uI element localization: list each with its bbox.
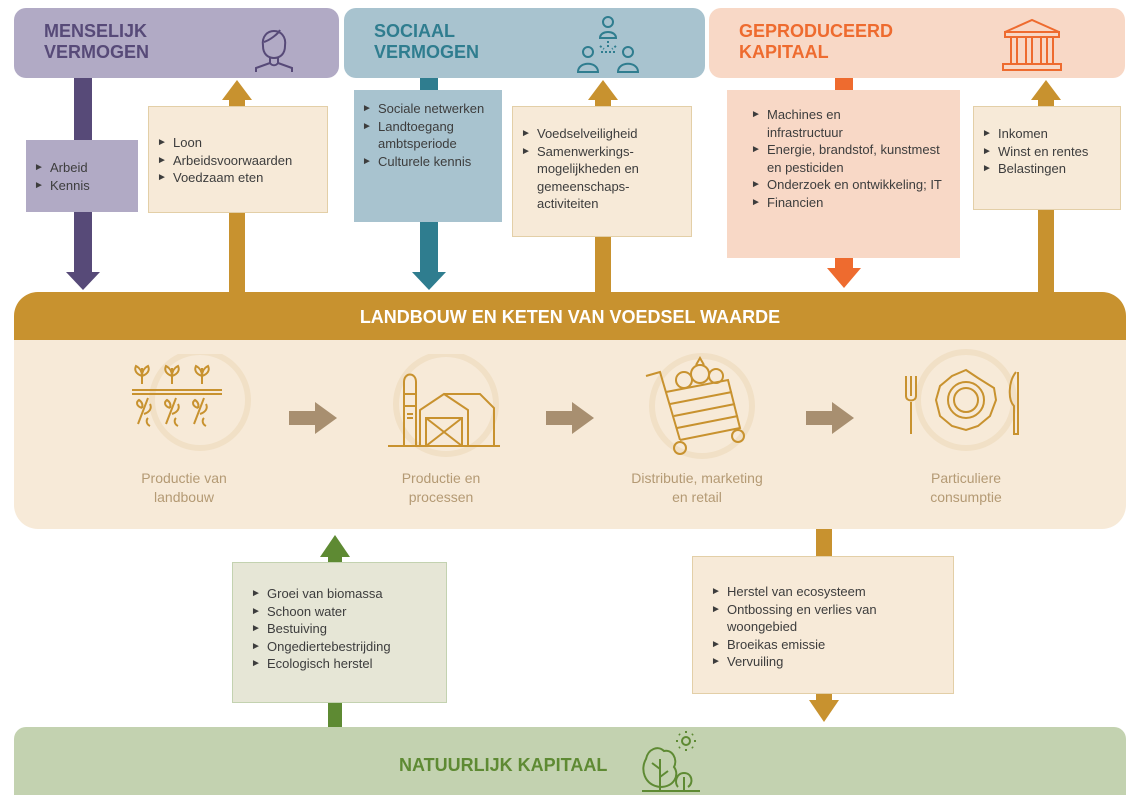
flow-arrow-2 [546, 402, 594, 434]
stage-1-label-line1: Productie van [141, 470, 227, 486]
natural-input-item: Schoon water [251, 603, 438, 621]
human-input-arrow-head [66, 272, 100, 290]
stage-2-icon-circle [384, 354, 504, 464]
natural-output-arrow-head [809, 700, 839, 722]
human-capital-title-line2: VERMOGEN [44, 42, 150, 62]
human-input-item: Arbeid [34, 159, 130, 177]
tree-sun-icon [638, 729, 704, 793]
stage-4-label-line2: consumptie [930, 489, 1002, 505]
stage-1-label-line2: landbouw [154, 489, 214, 505]
human-input-item: Kennis [34, 177, 130, 195]
flow-arrow-1 [289, 402, 337, 434]
natural-capital-title: NATUURLIJK KAPITAAL [399, 755, 608, 775]
stage-3-icon-circle [640, 350, 760, 470]
natural-output-box: Herstel van ecosysteem Ontbossing en ver… [692, 556, 954, 694]
social-capital-title-line1: SOCIAAL [374, 21, 455, 41]
stage-1-icon-circle [130, 354, 256, 458]
produced-output-arrow-head [1031, 80, 1061, 100]
natural-output-item: Vervuiling [711, 653, 945, 671]
stage-3-label: Distributie, marketing en retail [612, 469, 782, 507]
natural-capital-header: NATUURLIJK KAPITAAL [14, 727, 1126, 795]
value-chain-panel: LANDBOUW EN KETEN VAN VOEDSEL WAARDE [14, 292, 1126, 529]
human-output-item: Loon [157, 134, 319, 152]
social-input-item: Landtoegang ambtsperiode [362, 118, 478, 153]
bank-building-icon [999, 16, 1065, 74]
social-input-item: Culturele kennis [362, 153, 494, 171]
social-output-box: Voedselveiligheid Samenwerkings-mogelijk… [512, 106, 692, 237]
produced-input-item: Energie, brandstof, kunstmest en pestici… [751, 141, 950, 176]
produced-input-arrow-head [827, 268, 861, 288]
crops-field-icon [130, 354, 256, 458]
produced-input-box: Machines en infrastructuur Energie, bran… [727, 90, 960, 258]
human-output-box: Loon Arbeidsvoorwaarden Voedzaam eten [148, 106, 328, 213]
social-capital-title-line2: VERMOGEN [374, 42, 480, 62]
natural-input-box: Groei van biomassa Schoon water Bestuivi… [232, 562, 447, 703]
human-input-box: Arbeid Kennis [26, 140, 138, 212]
stage-3-label-line1: Distributie, marketing [631, 470, 763, 486]
produced-capital-title-line2: KAPITAAL [739, 42, 829, 62]
produced-input-item: Machines en infrastructuur [751, 106, 897, 141]
natural-input-item: Bestuiving [251, 620, 438, 638]
human-output-arrow-head [222, 80, 252, 100]
social-output-arrow-head [588, 80, 618, 100]
natural-output-item: Broeikas emissie [711, 636, 945, 654]
produced-output-item: Belastingen [982, 160, 1112, 178]
social-input-arrow-head [412, 272, 446, 290]
stage-3-label-line2: en retail [672, 489, 722, 505]
produced-output-item: Winst en rentes [982, 143, 1112, 161]
stage-1-label: Productie van landbouw [114, 469, 254, 507]
stage-4-icon-circle [894, 348, 1034, 458]
natural-output-item: Herstel van ecosysteem [711, 583, 945, 601]
network-people-icon [570, 12, 646, 76]
social-capital-header: SOCIAAL VERMOGEN [344, 8, 705, 78]
stage-4-label-line1: Particuliere [930, 470, 1002, 486]
social-output-item: Samenwerkings-mogelijkheden en gemeensch… [521, 143, 669, 213]
flow-arrow-3 [806, 402, 854, 434]
natural-input-item: Groei van biomassa [251, 585, 438, 603]
natural-output-item: Ontbossing en verlies van woongebied [711, 601, 897, 636]
social-input-box: Sociale netwerken Landtoegang ambtsperio… [354, 90, 502, 222]
natural-input-item: Ecologisch herstel [251, 655, 438, 673]
human-output-item: Voedzaam eten [157, 169, 319, 187]
value-chain-title: LANDBOUW EN KETEN VAN VOEDSEL WAARDE [359, 307, 781, 327]
produced-input-item: Onderzoek en ontwikkeling; IT [751, 176, 950, 194]
produced-input-item: Financien [751, 194, 950, 212]
produced-output-box: Inkomen Winst en rentes Belastingen [973, 106, 1121, 210]
produced-capital-header: GEPRODUCEERD KAPITAAL [709, 8, 1125, 78]
social-output-item: Voedselveiligheid [521, 125, 683, 143]
human-capital-header: MENSELIJK VERMOGEN [14, 8, 339, 78]
stage-2-label-line2: processen [408, 489, 474, 505]
stage-2-label: Productie en processen [371, 469, 511, 507]
produce-cart-icon [640, 350, 760, 470]
woman-icon [246, 16, 302, 72]
natural-input-arrow-head [320, 535, 350, 557]
plate-fork-knife-icon [894, 348, 1034, 458]
produced-output-item: Inkomen [982, 125, 1112, 143]
value-chain-title-bar [14, 292, 1126, 340]
natural-input-item: Ongediertebestrijding [251, 638, 438, 656]
barn-silo-icon [384, 354, 504, 464]
human-output-item: Arbeidsvoorwaarden [157, 152, 319, 170]
stage-2-label-line1: Productie en [401, 470, 481, 486]
human-capital-title-line1: MENSELIJK [44, 21, 148, 41]
produced-capital-title-line1: GEPRODUCEERD [739, 21, 894, 41]
social-input-item: Sociale netwerken [362, 100, 494, 118]
stage-4-label: Particuliere consumptie [896, 469, 1036, 507]
